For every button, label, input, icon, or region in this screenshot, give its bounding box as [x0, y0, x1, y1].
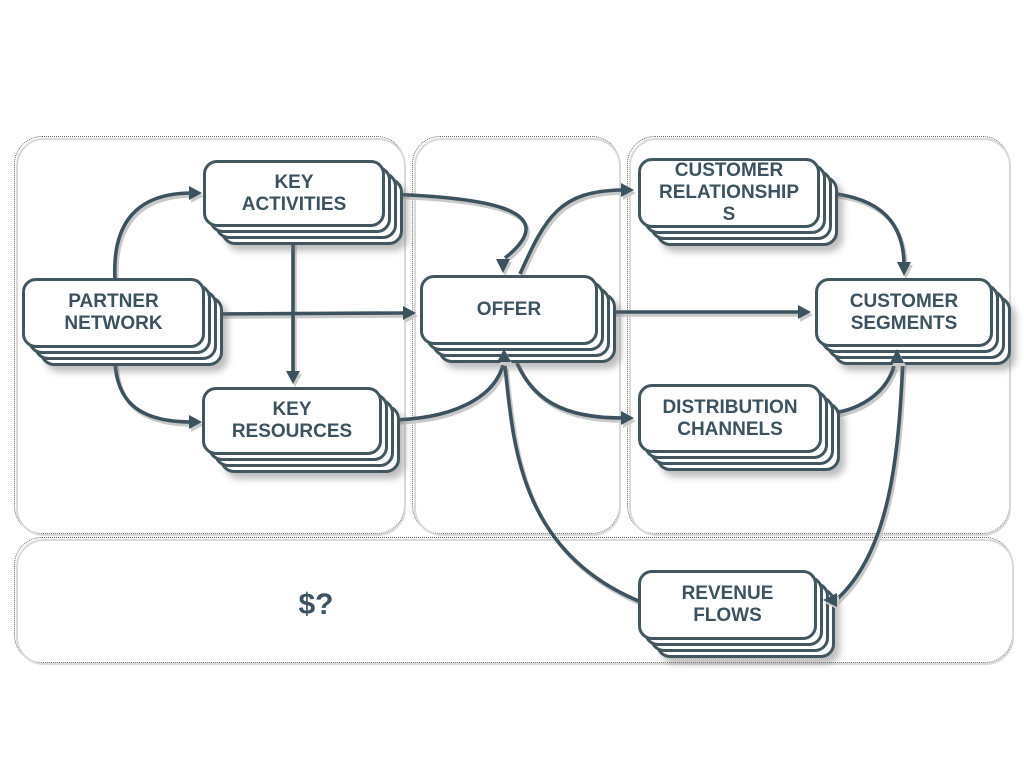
- arrowhead-ka-to-offer: [496, 259, 510, 273]
- card-face: [22, 278, 205, 348]
- arrow-cs-to-rf: [834, 356, 905, 602]
- label-line: RELATIONSHIP: [658, 182, 800, 203]
- panel-middle: [412, 136, 621, 536]
- card-face: [815, 278, 993, 347]
- arrow-offer-to-dc: [515, 362, 623, 420]
- arrowhead-pn-to-offer: [403, 306, 416, 320]
- label-line: PARTNER: [68, 291, 159, 312]
- label-line: S: [722, 204, 736, 225]
- arrowhead-offer-to-cr: [621, 183, 634, 197]
- arrow-main-group: [112, 183, 911, 604]
- label-line: REVENUE: [681, 583, 774, 604]
- label-line: CUSTOMER: [849, 290, 959, 312]
- arrow-cr-to-cs: [827, 191, 906, 264]
- arrowhead-ka-to-kr: [286, 371, 300, 384]
- label-line: KEY: [272, 399, 312, 420]
- arrowhead-pn-to-kr: [189, 415, 202, 429]
- arrow-offer-to-cr: [518, 188, 623, 275]
- label-line: FLOWS: [693, 605, 762, 626]
- label-line: OFFER: [476, 299, 542, 320]
- card-face: [638, 158, 820, 228]
- node-label: PARTNER NETWORK: [22, 278, 205, 348]
- node-label: DISTRIBUTION CHANNELS: [638, 384, 822, 453]
- arrow-pn-to-ka: [112, 191, 193, 281]
- card-face: [638, 384, 822, 453]
- arrow-pn-to-offer: [206, 311, 405, 316]
- label-line: KEY: [274, 171, 314, 193]
- node-partner-network: PARTNER NETWORK: [22, 278, 223, 366]
- label-line: ACTIVITIES: [241, 193, 347, 215]
- node-customer-segments: CUSTOMER SEGMENTS: [815, 278, 1011, 365]
- arrowhead-cr-to-cs: [897, 262, 911, 276]
- arrow-kr-to-offer: [385, 364, 505, 422]
- node-label: KEY ACTIVITIES: [203, 160, 385, 227]
- label-line: CUSTOMER: [674, 160, 784, 181]
- node-offer: OFFER: [420, 275, 616, 363]
- node-key-resources: KEY RESOURCES: [202, 387, 400, 473]
- card-face: [203, 160, 385, 227]
- arrowhead-offer-to-cs: [798, 305, 811, 319]
- node-label: CUSTOMER SEGMENTS: [815, 278, 993, 347]
- node-label: OFFER: [420, 275, 598, 345]
- card-face: [638, 570, 817, 640]
- node-label: CUSTOMER RELATIONSHIP S: [638, 158, 820, 228]
- node-revenue-flows: REVENUE FLOWS: [638, 570, 835, 658]
- money-question-label: $?: [298, 588, 334, 621]
- node-customer-relationships: CUSTOMER RELATIONSHIP S: [638, 158, 838, 246]
- node-distribution-channels: DISTRIBUTION CHANNELS: [638, 384, 840, 471]
- label-line: CHANNELS: [677, 418, 783, 440]
- panel-bottom: [14, 537, 1014, 665]
- arrowhead-offer-to-dc: [621, 411, 634, 425]
- node-label: KEY RESOURCES: [202, 387, 382, 455]
- node-label: REVENUE FLOWS: [638, 570, 817, 640]
- card-face: [420, 275, 598, 345]
- arrow-offer-to-rf: [503, 365, 642, 604]
- label-line: NETWORK: [64, 313, 163, 334]
- card-face: [202, 387, 382, 455]
- label-line: DISTRIBUTION: [662, 396, 798, 418]
- arrow-ka-to-offer: [385, 192, 528, 260]
- panel-left: [14, 136, 406, 536]
- arrowhead-pn-to-ka: [189, 186, 202, 200]
- node-key-activities: KEY ACTIVITIES: [203, 160, 403, 245]
- label-line: RESOURCES: [231, 421, 353, 442]
- label-line: SEGMENTS: [850, 312, 958, 334]
